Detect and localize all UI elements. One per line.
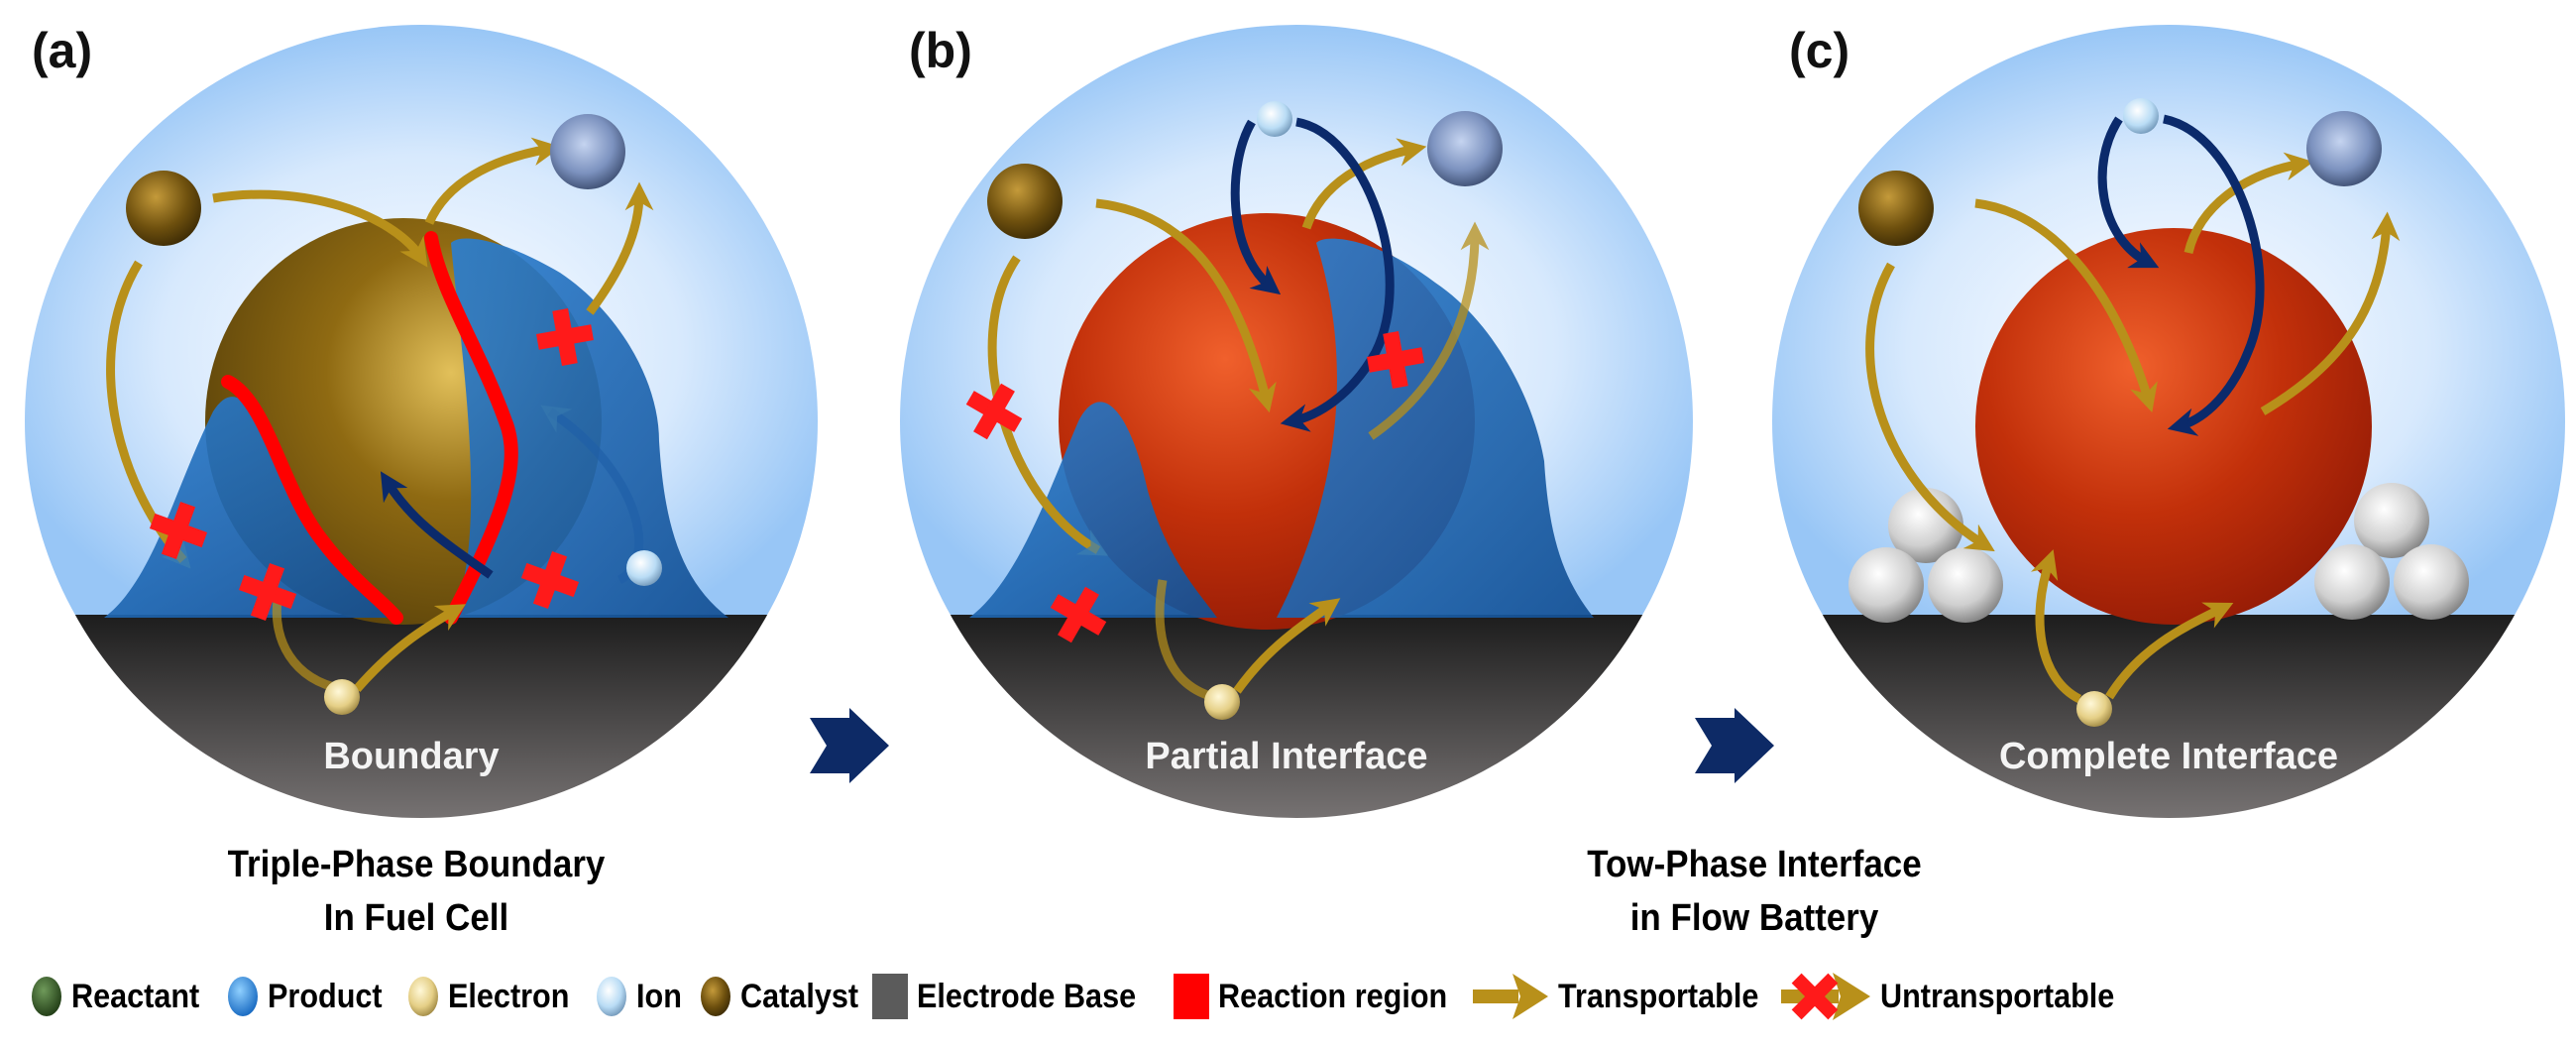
reaction-region-square-icon [1174, 974, 1210, 1019]
ion-sphere [2123, 98, 2159, 134]
ionomer-right [1277, 238, 1594, 618]
product-sphere [1427, 111, 1503, 186]
caption-flow-battery-line1: Tow-Phase Interface [1587, 844, 1922, 885]
electrode-base [25, 615, 818, 818]
transport-arrow [353, 604, 467, 692]
reactant-sphere-icon [32, 977, 61, 1016]
transport-arrow [586, 181, 654, 315]
transport-arrow [1301, 138, 1427, 230]
transport-arrow [424, 137, 562, 225]
panel-c-circle-label: Complete Interface [1999, 736, 2338, 777]
electrode-bead [1928, 547, 2003, 623]
electron-sphere [2076, 691, 2112, 727]
transport-arrow-icon [1472, 974, 1548, 1019]
blocked-cross-icon [149, 501, 208, 560]
electrode-base-square-icon [872, 974, 909, 1019]
panel-a-circle-label: Boundary [323, 736, 499, 777]
electrode-base [900, 615, 1693, 818]
reaction-region-line-right [424, 231, 518, 625]
panel-a-diagram: Boundary [25, 25, 818, 818]
blocked-cross-icon [536, 308, 594, 366]
product-sphere [550, 114, 625, 189]
electron-sphere [1204, 684, 1240, 720]
legend-item-electrode-base: Electrode Base [871, 972, 1161, 1021]
transport-arrow [1155, 579, 1223, 704]
ion-sphere [626, 550, 662, 586]
transport-arrow [1233, 598, 1341, 694]
legend-item-transportable: Transportable [1472, 970, 1781, 1023]
transport-arrow [2105, 602, 2234, 700]
catalyst-sphere-icon [701, 977, 731, 1016]
ionomer-right [451, 238, 728, 619]
ion-sphere [1257, 101, 1292, 137]
product-sphere-icon [227, 977, 258, 1016]
legend-item-electron: Electron [406, 975, 583, 1018]
legend: Reactant Product Electron Ion Catalyst E… [30, 967, 2152, 1026]
caption-fuel-cell-line2: In Fuel Cell [323, 897, 509, 939]
transport-arrow [2260, 211, 2401, 415]
panel-label-c: (c) [1789, 23, 1850, 78]
blocked-cross-icon [1050, 586, 1107, 643]
electrode-bead [1848, 547, 1924, 623]
caption-flow-battery-line2: in Flow Battery [1629, 897, 1879, 939]
ionomer-left [969, 402, 1217, 618]
ion-arrow [1280, 117, 1395, 432]
legend-item-untransportable: Untransportable [1780, 967, 2141, 1026]
panel-c-diagram: Complete Interface [1772, 25, 2565, 818]
ion-sphere-icon [597, 977, 627, 1016]
electrode-base [1772, 615, 2565, 818]
legend-item-reactant: Reactant [30, 975, 214, 1018]
transport-arrow [1974, 198, 2158, 413]
transport-arrow [2184, 152, 2314, 255]
electrode-bead [1888, 488, 1963, 563]
transport-arrow [272, 599, 343, 694]
ion-arrow [2162, 114, 2265, 436]
reactant-sphere [126, 171, 201, 246]
blocked-cross-icon [238, 562, 297, 622]
panel-b-circle-label: Partial Interface [1145, 736, 1427, 777]
legend-item-product: Product [226, 975, 394, 1018]
transport-arrow [1095, 198, 1277, 413]
electron-sphere [324, 679, 360, 715]
panel-label-a: (a) [32, 23, 93, 78]
transport-arrow [212, 189, 428, 268]
transport-arrow [1368, 221, 1490, 440]
legend-item-catalyst: Catalyst [699, 975, 871, 1018]
caption-flow-battery: Tow-Phase Interface in Flow Battery [1499, 838, 2009, 945]
caption-fuel-cell-line1: Triple-Phase Boundary [227, 844, 606, 885]
blocked-cross-icon [520, 550, 580, 610]
blocked-cross-icon [1367, 331, 1424, 389]
reactant-sphere [1858, 171, 1934, 246]
electrode-bead [2354, 483, 2429, 558]
panel-b-diagram: Partial Interface [900, 25, 1693, 818]
reactant-sphere [987, 164, 1063, 239]
panel-label-b: (b) [909, 23, 972, 78]
reaction-region-line-left [221, 375, 403, 625]
flow-arrow-icon [1695, 708, 1774, 783]
transport-arrow [1865, 262, 1995, 552]
electrode-bead [2314, 544, 2390, 620]
reaction-sphere [1975, 228, 2372, 625]
ion-arrow [1230, 119, 1282, 295]
blocked-arrow-icon [1780, 973, 1870, 1020]
transport-arrow [2030, 549, 2082, 704]
product-sphere [2306, 111, 2382, 186]
blocked-cross-icon [965, 383, 1023, 440]
legend-item-reaction-region: Reaction region [1173, 972, 1473, 1021]
ion-arrow [2097, 116, 2160, 269]
flow-arrow-icon [810, 708, 889, 783]
electrode-bead [2394, 544, 2469, 620]
ion-arrow [380, 471, 494, 579]
electron-sphere-icon [408, 977, 439, 1016]
caption-fuel-cell: Triple-Phase Boundary In Fuel Cell [161, 838, 671, 945]
legend-item-ion: Ion [595, 975, 687, 1018]
